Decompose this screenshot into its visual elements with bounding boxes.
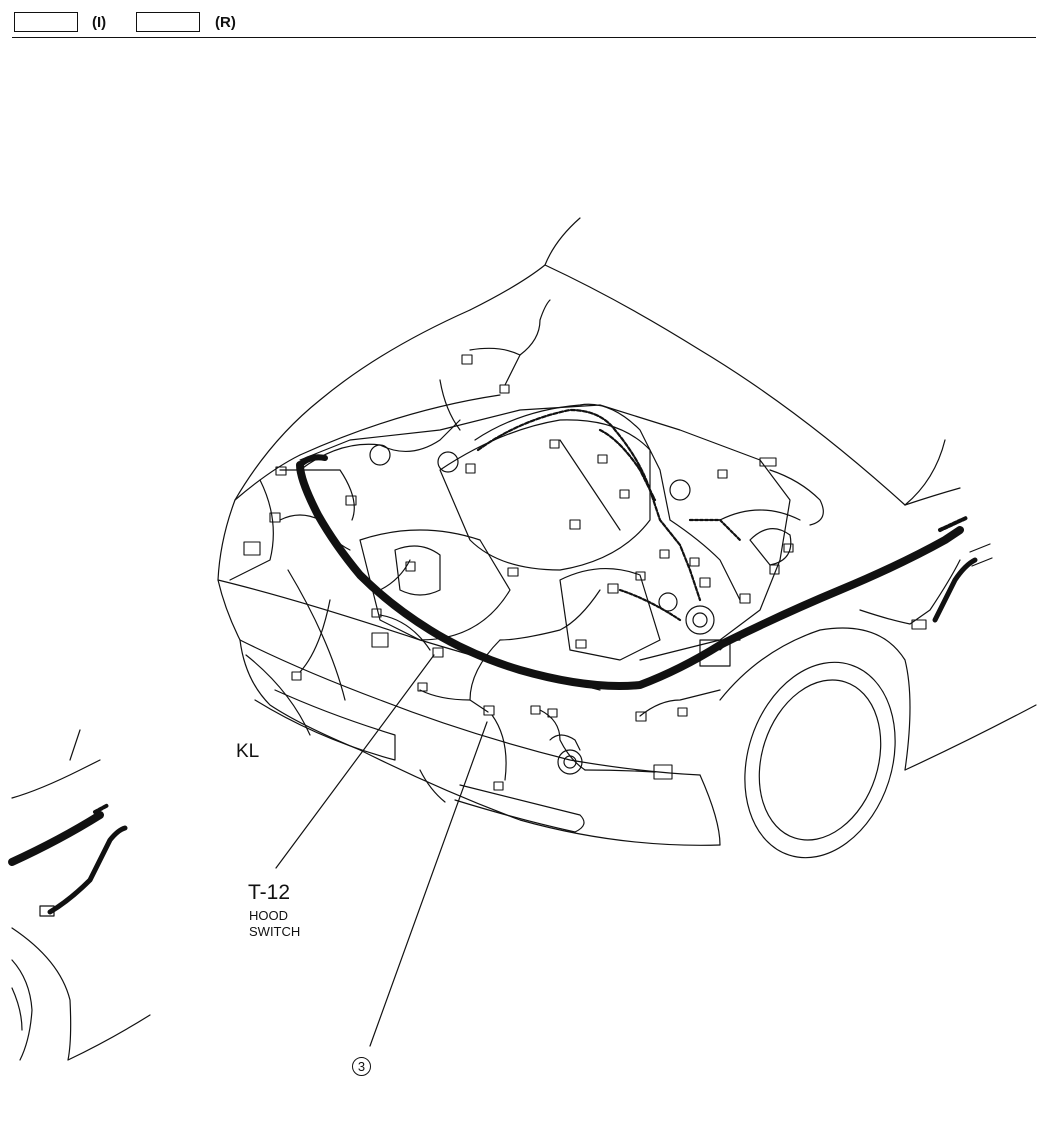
region-label: KL xyxy=(236,741,260,762)
header-blank-box-right xyxy=(136,12,200,32)
right-wheel xyxy=(719,627,1037,859)
header-tag-left: (I) xyxy=(92,14,107,31)
header-divider xyxy=(12,37,1036,38)
connector-name-line1: HOOD xyxy=(249,908,288,923)
header-blank-box-left xyxy=(14,12,78,32)
horn-sensor xyxy=(549,639,731,775)
inset-detail xyxy=(8,729,151,1061)
connector-name-line2: SWITCH xyxy=(249,924,301,939)
right-pigtail xyxy=(932,543,993,623)
main-harness-trunk xyxy=(296,454,968,690)
corrugated-harness xyxy=(476,408,742,622)
front-bumper xyxy=(245,654,585,833)
connector-blocks xyxy=(243,354,927,791)
windshield-outline xyxy=(469,217,961,506)
engine-bay xyxy=(229,404,792,661)
leader-lines xyxy=(275,654,488,1047)
callout-number: 3 xyxy=(352,1057,371,1076)
harness-branches xyxy=(279,299,961,781)
body-outline xyxy=(217,309,721,846)
connector-code-label: T-12 xyxy=(248,881,291,904)
header-tag-right: (R) xyxy=(215,14,236,31)
